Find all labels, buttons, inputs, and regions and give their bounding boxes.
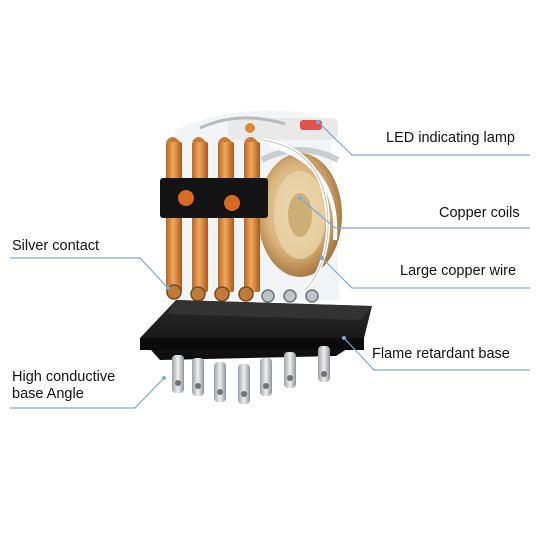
label-high-conductive-line2: base Angle xyxy=(12,386,84,402)
leader-copper-wire xyxy=(321,257,530,289)
leader-lines xyxy=(10,121,530,409)
leader-dots xyxy=(162,120,346,380)
base-pins xyxy=(172,346,330,404)
label-flame-retardant-base: Flame retardant base xyxy=(372,346,510,362)
leader-copper-coils xyxy=(299,197,530,229)
leader-high-conductive xyxy=(10,377,165,409)
label-copper-coils: Copper coils xyxy=(439,205,520,221)
leader-flame-base xyxy=(343,337,530,371)
label-silver-contact: Silver contact xyxy=(12,238,100,254)
copper-wire xyxy=(261,138,338,292)
label-high-conductive-line1: High conductive xyxy=(12,369,116,385)
clamp-bar xyxy=(160,178,268,218)
label-large-copper-wire: Large copper wire xyxy=(400,263,517,279)
silver-contacts xyxy=(166,284,319,303)
label-led-indicating-lamp: LED indicating lamp xyxy=(386,130,515,146)
label-high-conductive-base-angle: High conductive base Angle xyxy=(12,369,162,403)
flame-retardant-base xyxy=(140,300,372,360)
leader-led xyxy=(317,121,530,156)
leader-silver-contact xyxy=(10,257,169,289)
